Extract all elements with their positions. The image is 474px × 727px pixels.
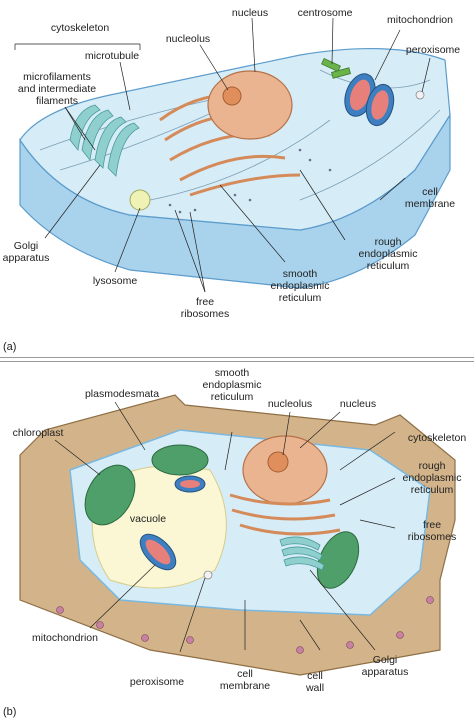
plant-cell (19, 394, 456, 676)
label-b-chloroplast: chloroplast (12, 427, 64, 439)
label-a-nucleolus: nucleolus (165, 33, 211, 45)
label-b-plasmodesmata: plasmodesmata (84, 388, 160, 400)
plant-nucleolus (267, 451, 289, 473)
animal-peroxisome (415, 90, 425, 100)
panel-divider-bottom (0, 361, 474, 362)
label-b-nucleus: nucleus (339, 398, 377, 410)
label-b-nucleolus: nucleolus (267, 398, 313, 410)
label-b-free-ribosomes: free ribosomes (407, 519, 457, 543)
label-b-rough-er: rough endoplasmic reticulum (402, 460, 462, 496)
label-b-cytoskeleton: cytoskeleton (407, 432, 467, 444)
label-b-mitochondrion: mitochondrion (32, 632, 98, 644)
panel-b-leader-lines (54, 401, 396, 653)
label-a-free-ribosomes: free ribosomes (180, 296, 230, 320)
label-a-centrosome: centrosome (297, 7, 353, 19)
label-a-nucleus: nucleus (231, 7, 269, 19)
plant-nucleus (242, 435, 328, 505)
label-b-cell-wall: cell wall (305, 670, 325, 694)
label-a-cytoskeleton: cytoskeleton (50, 22, 110, 34)
animal-free-ribosomes (168, 148, 332, 214)
label-b-cell-membrane: cell membrane (219, 668, 271, 692)
animal-nucleolus (222, 86, 242, 106)
label-a-lysosome: lysosome (92, 275, 138, 287)
label-b-vacuole: vacuole (129, 513, 167, 525)
panel-b-letter: (b) (3, 706, 17, 718)
plant-chloroplasts (84, 444, 360, 589)
plant-peroxisome (203, 570, 213, 580)
plant-golgi (279, 536, 325, 571)
label-a-microtubule: microtubule (84, 50, 140, 62)
label-b-smooth-er: smooth endoplasmic reticulum (202, 367, 262, 403)
label-a-mitochondrion: mitochondrion (387, 14, 453, 26)
label-a-golgi: Golgi apparatus (2, 240, 50, 264)
animal-cell-cytoplasm (19, 48, 451, 231)
label-a-peroxisome: peroxisome (405, 44, 461, 56)
label-b-peroxisome: peroxisome (129, 676, 185, 688)
label-b-golgi: Golgi apparatus (361, 654, 409, 678)
label-a-microfilaments: microfilaments and intermediate filament… (17, 71, 97, 107)
plant-wall-pits (56, 596, 434, 654)
label-a-cell-membrane: cell membrane (404, 186, 456, 210)
panel-a-letter: (a) (3, 341, 17, 353)
panel-divider-top (0, 357, 474, 358)
plant-rough-er (229, 493, 341, 536)
label-a-rough-er: rough endoplasmic reticulum (358, 236, 418, 272)
plant-mitochondria (139, 475, 206, 571)
animal-cell (14, 17, 451, 293)
panel-a-leader-lines (14, 17, 431, 293)
animal-nucleus (207, 70, 293, 140)
label-a-smooth-er: smooth endoplasmic reticulum (270, 268, 330, 304)
animal-golgi (69, 104, 140, 177)
animal-mitochondria (344, 73, 395, 127)
animal-lysosome (129, 189, 151, 211)
